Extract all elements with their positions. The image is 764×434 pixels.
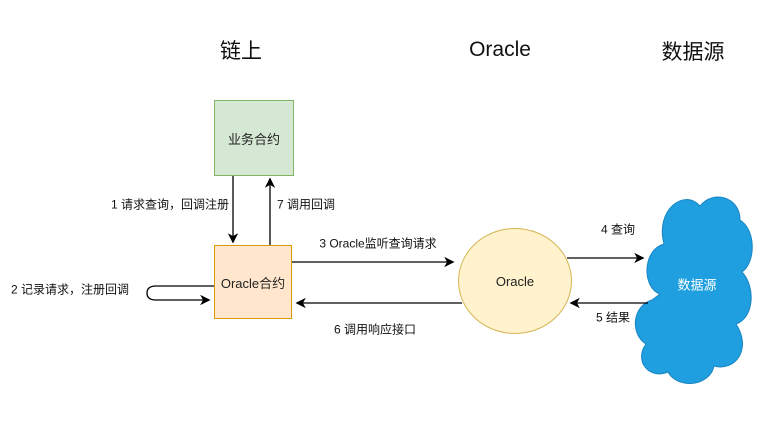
data-source-label: 数据源 <box>677 277 717 293</box>
edge-5-label: 5 结果 <box>594 308 632 326</box>
column-header-oracle: Oracle <box>469 38 531 61</box>
edge-3-label: 3 Oracle监听查询请求 <box>318 234 438 252</box>
oracle-node: Oracle <box>458 228 572 334</box>
edge-7-label: 7 调用回调 <box>275 195 337 213</box>
edge-4-label: 4 查询 <box>599 220 637 238</box>
edge-2-label: 2 记录请求，注册回调 <box>9 280 131 298</box>
column-header-datasource: 数据源 <box>661 41 725 64</box>
arrow-2-self-loop <box>146 285 214 306</box>
edge-1-label: 1 请求查询，回调注册 <box>109 195 231 213</box>
oracle-contract-label: Oracle合约 <box>220 275 286 291</box>
column-header-onchain: 链上 <box>220 40 262 63</box>
edge-6-label: 6 调用响应接口 <box>332 320 418 338</box>
oracle-node-label: Oracle <box>495 273 535 289</box>
business-contract-label: 业务合约 <box>227 131 280 147</box>
oracle-contract-node: Oracle合约 <box>214 245 292 319</box>
business-contract-node: 业务合约 <box>214 100 294 176</box>
